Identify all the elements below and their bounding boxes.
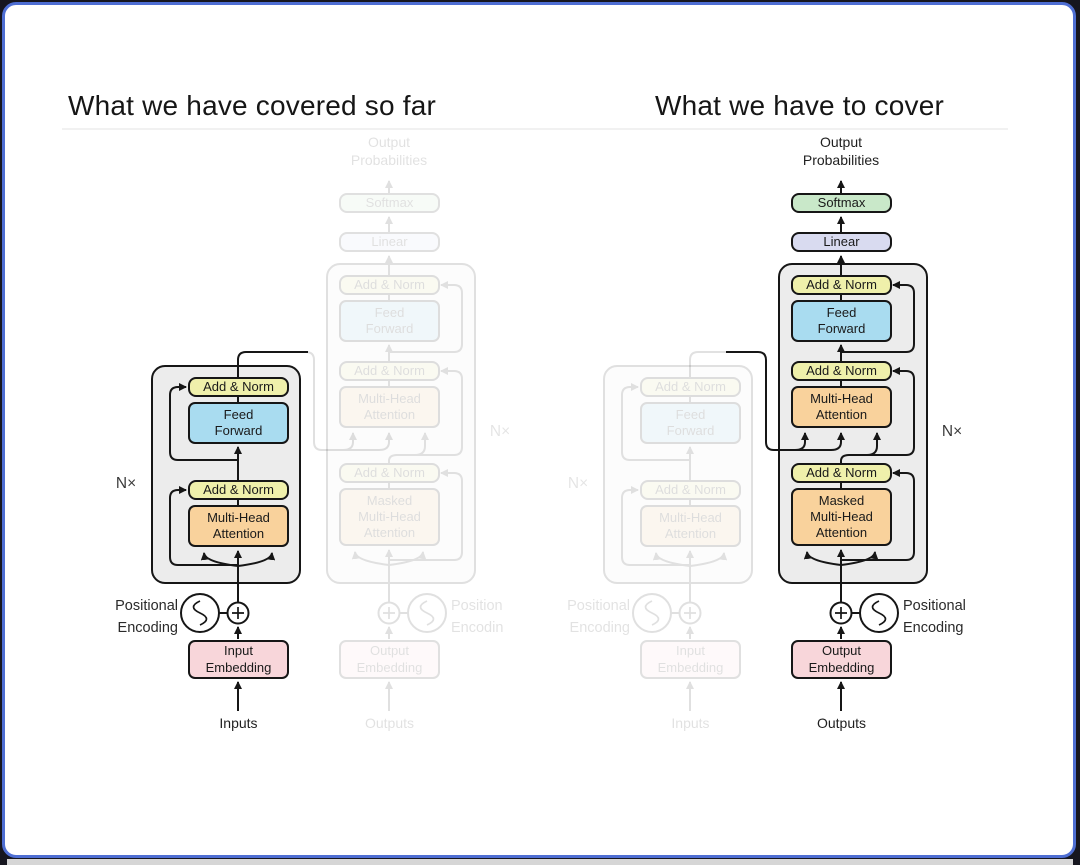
right-title: What we have to cover: [655, 90, 944, 121]
figure-top-divider: [62, 128, 1008, 130]
left-title: What we have covered so far: [68, 90, 437, 121]
desktop-bottom-strip: [7, 859, 1073, 865]
